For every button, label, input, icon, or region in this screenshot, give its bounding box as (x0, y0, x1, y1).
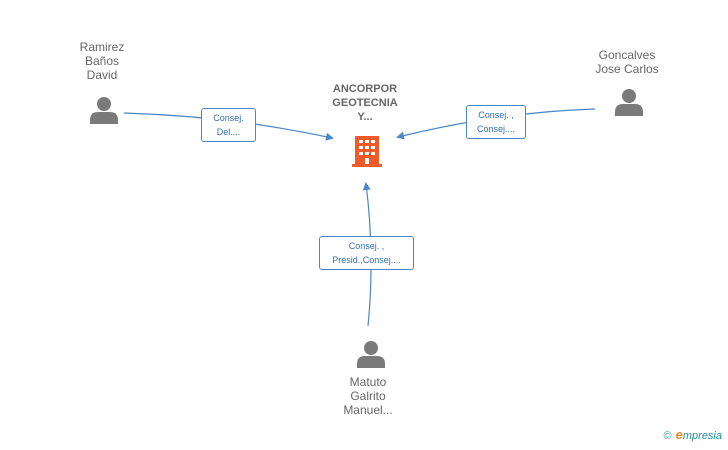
role-label-line: Consej.... (476, 124, 516, 134)
person-name-line: Manuel... (343, 403, 393, 417)
person-name-line: Goncalves (598, 48, 656, 62)
role-label-line: Consej. (213, 113, 244, 123)
company-name-line: GEOTECNIA (332, 97, 398, 109)
person-name-line: Matuto (349, 375, 387, 389)
person-name-line: Jose Carlos (595, 62, 659, 76)
person-name-line: Galrito (350, 389, 386, 403)
person-name-goncalves[interactable]: Goncalves Jose Carlos (577, 48, 677, 76)
person-name-line: Baños (84, 54, 120, 68)
company-name-line: Y... (357, 111, 373, 123)
role-label-line: Presid.,Consej.... (332, 255, 401, 265)
company-name-line: ANCORPOR (332, 83, 398, 95)
role-label-line: Consej. , (348, 241, 385, 251)
role-label-line: Consej. , (478, 110, 514, 120)
person-icon[interactable] (356, 340, 386, 368)
empresia-logo: ©empresia (664, 427, 722, 442)
company-name[interactable]: ANCORPOR GEOTECNIA Y... (315, 82, 415, 124)
person-name-line: Ramirez (79, 40, 125, 54)
role-label-line: Del.... (216, 127, 241, 137)
role-label-matuto[interactable]: Consej. , Presid.,Consej.... (319, 236, 414, 270)
role-label-goncalves[interactable]: Consej. , Consej.... (466, 105, 526, 139)
logo-wordmark: mpresia (682, 430, 722, 442)
person-name-matuto[interactable]: Matuto Galrito Manuel... (318, 375, 418, 417)
logo-initial: e (675, 427, 683, 442)
person-icon[interactable] (89, 96, 119, 124)
person-name-line: David (86, 68, 118, 82)
role-label-ramirez[interactable]: Consej. Del.... (201, 108, 256, 142)
building-icon[interactable] (351, 134, 383, 168)
person-icon[interactable] (614, 88, 644, 116)
copyright-symbol: © (663, 430, 672, 442)
person-name-ramirez[interactable]: Ramirez Baños David (52, 40, 152, 82)
